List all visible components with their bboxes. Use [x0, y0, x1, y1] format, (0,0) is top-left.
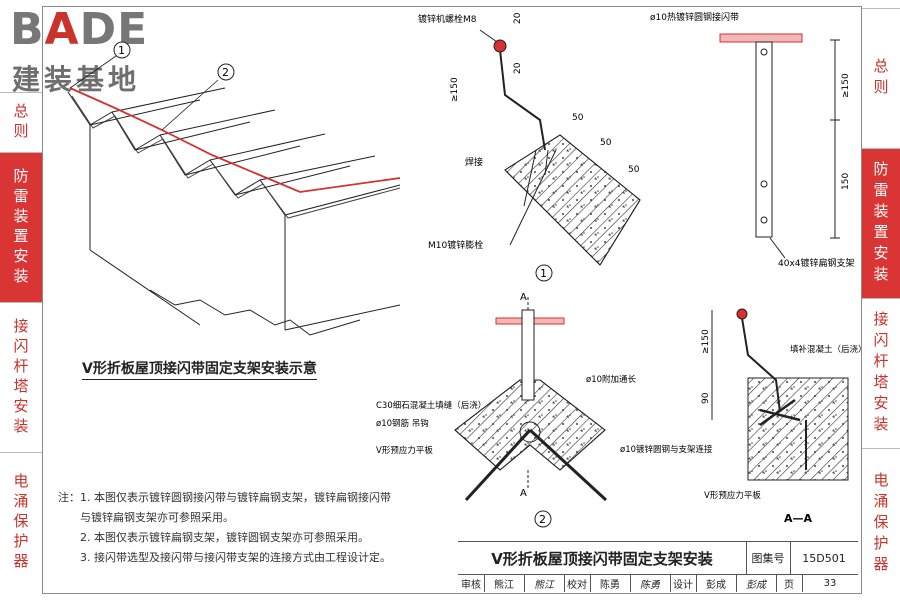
check-label: 校对 [564, 574, 591, 592]
flat-steel-label: 40x4镀锌扁钢支架 [778, 257, 855, 269]
note-2: 2. 本图仅表示镀锌扁钢支架，镀锌圆钢支架亦可参照采用。 [80, 531, 369, 544]
tab-general[interactable]: 总则 [862, 8, 900, 149]
section-mark-a-top: A [520, 292, 527, 303]
callout-1-label: 1 [118, 44, 125, 57]
dim-50a: 50 [572, 113, 584, 123]
long-bar-label: ø10附加通长 [586, 374, 637, 385]
drawing-frame [42, 6, 862, 594]
section-mark-a-bottom: A [520, 488, 527, 499]
note-3: 3. 接闪带选型及接闪带与接闪带支架的连接方式由工程设计定。 [80, 551, 391, 564]
callout-2-label: 2 [222, 66, 229, 79]
dim-150a: ≥150 [841, 73, 851, 98]
review-signature: 熊江 [524, 574, 565, 592]
detail-2-marker [534, 510, 552, 528]
detail-2-number: 2 [539, 513, 546, 526]
logo-word: BADE [10, 4, 149, 55]
section-aa [711, 308, 849, 481]
dim-20b: 20 [513, 62, 523, 74]
detail-1-marker [535, 264, 553, 282]
review-label: 审核 [458, 574, 485, 592]
detail-1 [479, 29, 641, 266]
v-slab-label-aa: V形预应力平板 [704, 490, 761, 501]
callout-1-circle [113, 41, 131, 59]
bracket-elevation [719, 33, 840, 259]
dim-20a: 20 [513, 12, 523, 24]
callout-2-circle [217, 63, 235, 81]
sheet-title: V形折板屋顶接闪带固定支架安装 [458, 542, 747, 575]
section-aa-title: A—A [784, 512, 813, 525]
review-name: 熊江 [484, 574, 525, 592]
tab-lightning-installation[interactable]: 防雷装置安装 [862, 148, 900, 299]
roof-overview [67, 87, 401, 336]
dim-150b: 150 [841, 173, 851, 190]
fill-concrete-label: 填补混凝土（后浇） [790, 344, 867, 355]
check-name: 陈勇 [590, 574, 631, 592]
tab-rod-tower[interactable]: 接闪杆塔安装 [862, 298, 900, 449]
page-number: 33 [823, 577, 837, 589]
dim-90-aa: 90 [701, 392, 711, 404]
round-steel-label: ø10热镀锌圆钢接闪带 [650, 11, 739, 23]
left-tab-surge-protector[interactable]: 电涌保护器 [0, 452, 42, 593]
left-tab-general[interactable]: 总则 [0, 92, 42, 153]
atlas-label: 图集号 [746, 542, 791, 575]
note-1-cont: 与镀锌扁钢支架亦可参照采用。 [80, 511, 234, 524]
tab-surge-protector[interactable]: 电涌保护器 [862, 448, 900, 599]
signature-row: 审核 熊江 熊江 校对 陈勇 陈勇 设计 彭成 彭成 页 33 [458, 574, 858, 592]
dim-50c: 50 [628, 165, 640, 175]
notes-prefix: 注： [58, 491, 80, 504]
design-name: 彭成 [696, 574, 737, 592]
check-signature: 陈勇 [630, 574, 671, 592]
v-slab-label: V形预应力平板 [376, 445, 433, 456]
dim-150: ≥150 [450, 77, 460, 102]
dim-150-aa: ≥150 [701, 329, 711, 354]
anchor-label: M10镀锌膨栓 [428, 239, 483, 251]
page-label: 页 [776, 574, 803, 592]
c30-label: C30细石混凝土填缝（后浇） [376, 400, 486, 411]
left-tab-rod-tower[interactable]: 接闪杆塔安装 [0, 302, 42, 453]
dim-50b: 50 [600, 138, 612, 148]
atlas-number: 15D501 [790, 542, 858, 575]
design-label: 设计 [670, 574, 697, 592]
section-tabs: 总则 防雷装置安装 接闪杆塔安装 电涌保护器 [862, 8, 900, 600]
left-tab-lightning-installation[interactable]: 防雷装置安装 [0, 152, 42, 303]
overview-caption: V形折板屋顶接闪带固定支架安装示意 [82, 358, 317, 380]
detail-1-number: 1 [540, 267, 547, 280]
round-steel-connection-label: ø10镀锌圆钢与支架连接 [620, 444, 713, 455]
detail-2 [454, 297, 608, 502]
left-section-tabs: 总则 防雷装置安装 接闪杆塔安装 电涌保护器 [0, 0, 42, 600]
hook-label: ø10钢筋 吊钩 [376, 418, 429, 429]
notes: 注：1. 本图仅表示镀锌圆钢接闪带与镀锌扁钢支架，镀锌扁钢接闪带 与镀锌扁钢支架… [58, 488, 418, 568]
lightning-strap-line [69, 87, 401, 193]
weld-label: 焊接 [465, 156, 483, 168]
title-block: V形折板屋顶接闪带固定支架安装 图集号 15D501 审核 熊江 熊江 校对 陈… [458, 541, 858, 592]
note-1: 1. 本图仅表示镀锌圆钢接闪带与镀锌扁钢支架，镀锌扁钢接闪带 [80, 491, 391, 504]
bolt-label: 镀锌机螺栓M8 [418, 13, 477, 25]
logo: BADE 建装基地 [6, 4, 176, 96]
design-signature: 彭成 [736, 574, 777, 592]
